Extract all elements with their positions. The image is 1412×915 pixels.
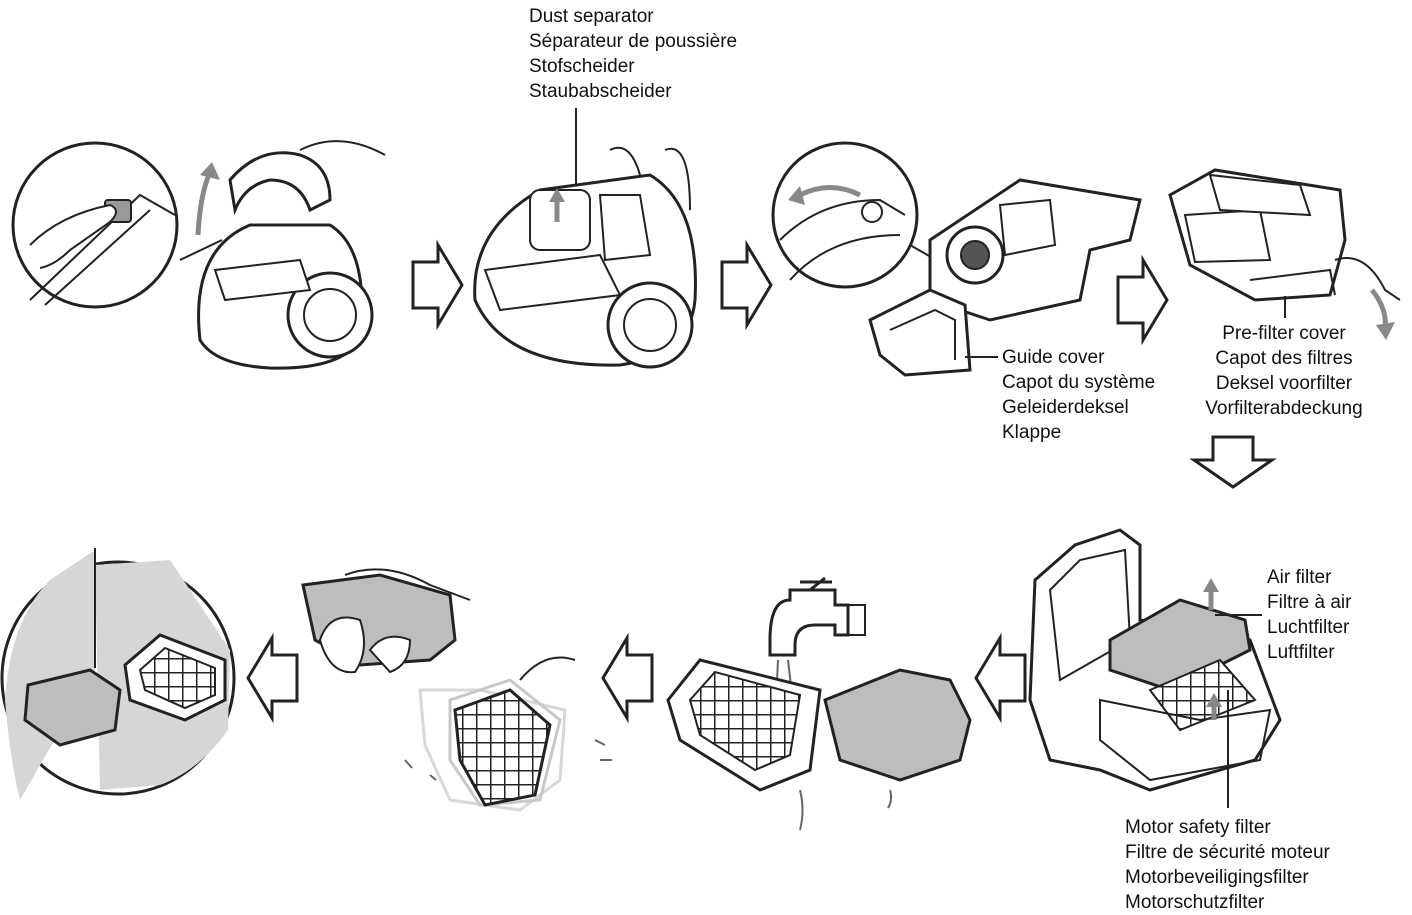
guide-cover bbox=[868, 288, 972, 377]
next-arrow-icon bbox=[411, 239, 464, 331]
prefilter-cover bbox=[1249, 268, 1336, 296]
guide-cover-label: Guide cover Capot du système Geleiderdek… bbox=[1002, 347, 1156, 443]
air-filter-label: Air filter Filtre à air Luchtfilter Luft… bbox=[1267, 567, 1352, 663]
next-arrow-icon bbox=[1116, 254, 1169, 346]
step6-rinse bbox=[666, 576, 972, 831]
dust-separator bbox=[529, 189, 591, 251]
lift-arrow-icon bbox=[195, 171, 213, 236]
step4-unit bbox=[1168, 168, 1401, 340]
hand-icon bbox=[318, 616, 365, 674]
next-arrow-icon bbox=[720, 239, 773, 331]
previous-step-arrow-icon bbox=[974, 632, 1027, 724]
hand-icon bbox=[1334, 257, 1401, 301]
step1-zoom-circle bbox=[11, 141, 179, 309]
rotate-arrow-icon bbox=[798, 185, 862, 198]
prefilter-cover-label: Pre-filter cover Capot des filtres Dekse… bbox=[1205, 323, 1363, 419]
step2-vacuum bbox=[473, 146, 697, 369]
tap-icon bbox=[768, 588, 850, 657]
step3-zoom-circle bbox=[771, 141, 919, 289]
step8-dry-zoom bbox=[0, 548, 236, 800]
previous-step-arrow-icon bbox=[246, 632, 299, 724]
motor-safety-filter bbox=[1099, 698, 1272, 782]
finger-icon bbox=[29, 203, 117, 269]
step5-unit bbox=[1028, 528, 1282, 792]
previous-step-arrow-icon bbox=[601, 632, 654, 724]
motor-safety-filter-label: Motor safety filter Filtre de sécurité m… bbox=[1125, 817, 1330, 913]
step7-dry bbox=[301, 568, 612, 812]
step1-vacuum bbox=[195, 140, 386, 370]
dust-separator-label: Dust separator Séparateur de poussière S… bbox=[529, 6, 738, 102]
step3-unit bbox=[868, 178, 1142, 377]
next-arrow-down-icon bbox=[1189, 435, 1277, 489]
